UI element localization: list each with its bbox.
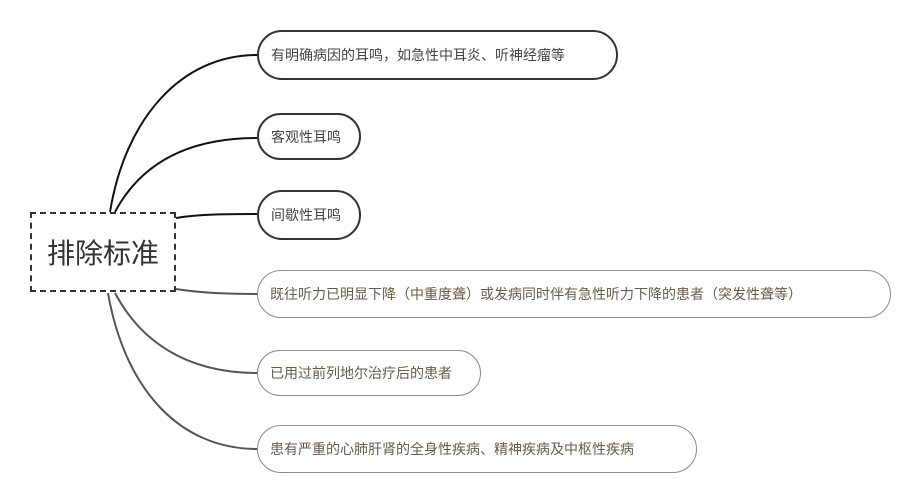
connector-6 (107, 292, 258, 450)
branch-node-3[interactable]: 间歇性耳鸣 (257, 190, 361, 240)
branch-label: 间歇性耳鸣 (271, 208, 341, 224)
root-node[interactable]: 排除标准 (30, 212, 176, 292)
connector-3 (175, 213, 258, 219)
connector-2 (114, 137, 258, 213)
branch-label: 已用过前列地尔治疗后的患者 (270, 366, 452, 382)
branch-label: 有明确病因的耳鸣，如急性中耳炎、听神经瘤等 (271, 48, 565, 64)
branch-label: 患有严重的心肺肝肾的全身性疾病、精神疾病及中枢性疾病 (270, 442, 634, 458)
connector-4 (175, 288, 258, 295)
branch-label: 客观性耳鸣 (271, 129, 341, 146)
branch-node-6[interactable]: 患有严重的心肺肝肾的全身性疾病、精神疾病及中枢性疾病 (257, 425, 697, 473)
connector-1 (109, 54, 258, 213)
branch-label: 既往听力已明显下降（中重度聋）或发病同时伴有急性听力下降的患者（突发性聋等） (270, 287, 802, 303)
connector-5 (114, 292, 258, 374)
branch-node-2[interactable]: 客观性耳鸣 (257, 113, 361, 160)
branch-node-4[interactable]: 既往听力已明显下降（中重度聋）或发病同时伴有急性听力下降的患者（突发性聋等） (257, 270, 891, 318)
root-label: 排除标准 (46, 237, 159, 270)
branch-node-1[interactable]: 有明确病因的耳鸣，如急性中耳炎、听神经瘤等 (257, 30, 618, 80)
branch-node-5[interactable]: 已用过前列地尔治疗后的患者 (257, 350, 481, 396)
